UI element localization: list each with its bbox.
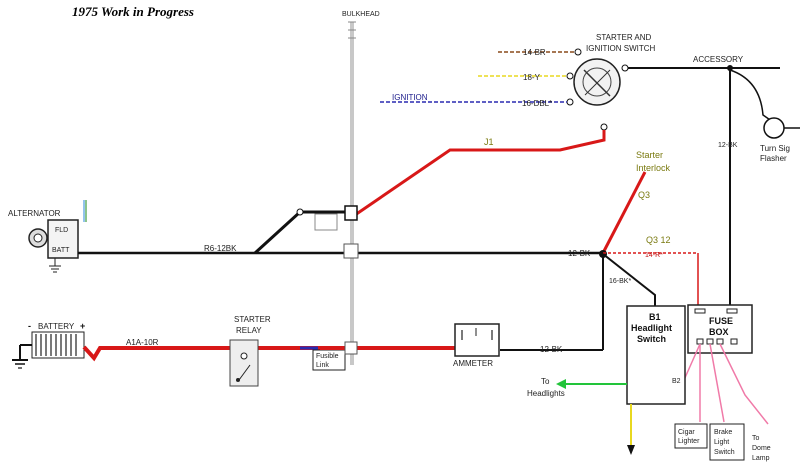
batt-label: BATT: [52, 247, 70, 254]
wire-q3-interlock: [601, 171, 647, 254]
wire-12bk-lower-label: 12-BK: [540, 345, 563, 354]
ignition-label: IGNITION: [392, 93, 428, 102]
wire-brake-light: [709, 343, 725, 423]
starter-relay-label-2: RELAY: [236, 326, 262, 335]
brake-label-3: Switch: [714, 449, 735, 456]
bulkhead-connector-upper: [344, 205, 358, 221]
wire-turn-signal: [729, 69, 774, 123]
ammeter: AMMETER: [453, 323, 500, 368]
diagram-title: 1975 Work in Progress: [72, 4, 194, 19]
starter-interlock-label-2: Interlock: [636, 163, 671, 173]
b1-label: B1: [649, 312, 661, 322]
turn-sig-label-2: Flasher: [760, 154, 787, 163]
wire-b2: [683, 343, 701, 381]
yellow-wire-arrow: [627, 445, 635, 455]
bulkhead-label: BULKHEAD: [342, 11, 380, 18]
bulkhead-connector-lower: [344, 341, 358, 355]
fusible-label-1: Fusible: [316, 353, 339, 360]
bulkhead: BULKHEAD: [342, 11, 380, 365]
wire-a1a-10r: [82, 345, 320, 362]
wire-14br-label: 14-BR: [523, 48, 546, 57]
ignition-switch: STARTER AND IGNITION SWITCH: [566, 33, 656, 131]
wire-16bk-label: 16-BK*: [609, 278, 631, 285]
turn-sig-label-1: Turn Sig: [760, 144, 790, 153]
alternator: ALTERNATOR FLD BATT: [8, 200, 87, 273]
wire-j1: [354, 130, 606, 217]
terminal-start: [600, 123, 608, 131]
to-headlights-label-2: Headlights: [527, 389, 565, 398]
starter-relay-body: [229, 339, 259, 387]
turn-signal-flasher: [763, 117, 785, 139]
terminal-accessory: [621, 64, 629, 72]
battery-minus-label: -: [28, 321, 31, 331]
brake-label-2: Light: [714, 439, 729, 446]
q3-upper-label: Q3: [638, 190, 650, 200]
brake-light-switch-box: [709, 423, 745, 461]
accessory-label: ACCESSORY: [693, 55, 744, 64]
fuse-box-label-1: FUSE: [709, 316, 733, 326]
ammeter-label: AMMETER: [453, 359, 493, 368]
headlights-arrow: [556, 379, 566, 389]
j1-label: J1: [484, 137, 494, 147]
headlight-label-1: Headlight: [631, 323, 672, 333]
battery-plus-label: +: [80, 321, 85, 331]
dome-label-3: Lamp: [752, 455, 770, 462]
starter-relay: STARTER RELAY: [229, 315, 271, 387]
wire-14r-label: 14-R*: [645, 252, 663, 259]
dome-label-2: Dome: [752, 445, 771, 452]
wire-12bk-main-label: 12-BK: [568, 249, 591, 258]
switch-label-1: STARTER AND: [596, 33, 651, 42]
wire-to-connector: [253, 210, 355, 255]
wire-a1a10r-label: A1A-10R: [126, 338, 159, 347]
wire-r612bk-label: R6-12BK: [204, 244, 237, 253]
b2-label: B2: [672, 378, 681, 385]
switch-label-2: IGNITION SWITCH: [586, 44, 656, 53]
fld-label: FLD: [55, 227, 68, 234]
headlight-switch-body: [626, 305, 686, 405]
wire-dome-lamp: [719, 343, 769, 425]
dome-label-1: To: [752, 435, 760, 442]
terminal-16dbl: [566, 98, 574, 106]
q3-12-label: Q3 12: [646, 235, 671, 245]
starter-interlock-label-1: Starter: [636, 150, 663, 160]
headlight-label-2: Switch: [637, 334, 666, 344]
starter-relay-label-1: STARTER: [234, 315, 271, 324]
brake-label-1: Brake: [714, 429, 732, 436]
terminal-18y: [566, 72, 574, 80]
wire-16dbl-label: 16-DBL*: [522, 99, 552, 108]
fuse-box-label-2: BOX: [709, 327, 729, 337]
alternator-body: [47, 219, 79, 259]
bulkhead-connector-main: [343, 243, 359, 259]
cigar-label-2: Lighter: [678, 438, 700, 445]
wire-16bk: [602, 253, 656, 306]
battery: BATTERY - +: [12, 321, 85, 369]
headlight-switch: B1 Headlight Switch B2: [626, 305, 686, 405]
cigar-lighter-box: [674, 423, 708, 449]
to-headlights-label-1: To: [541, 377, 550, 386]
terminal-14br: [574, 48, 582, 56]
cigar-label-1: Cigar: [678, 429, 695, 436]
wire-18y-label: 18-Y: [523, 73, 541, 82]
fusible-label-2: Link: [316, 362, 329, 369]
alternator-label: ALTERNATOR: [8, 209, 61, 218]
battery-label: BATTERY: [38, 322, 75, 331]
fuse-box: FUSE BOX: [687, 304, 753, 354]
wire-12bk-vertical-label: 12-BK: [718, 142, 738, 149]
